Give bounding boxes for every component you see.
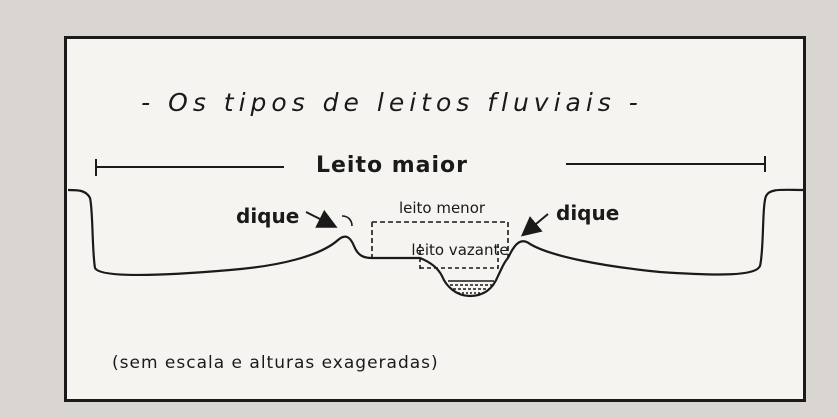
diagram-panel xyxy=(64,36,806,402)
leito-vazante-label: leito vazante xyxy=(411,241,508,259)
dique-left-arrow xyxy=(305,209,338,228)
dique-left-label: dique xyxy=(236,204,299,228)
leito-vazante-bracket xyxy=(419,244,499,272)
river-bed-profile xyxy=(67,188,807,298)
dique-left-crest-mark xyxy=(341,215,353,227)
leito-maior-label: Leito maior xyxy=(316,153,468,178)
diagram-title: - Os tipos de leitos fluviais - xyxy=(141,88,643,117)
leito-menor-label: leito menor xyxy=(399,199,486,217)
leito-menor-bracket xyxy=(371,221,509,258)
dique-right-label: dique xyxy=(556,201,619,225)
scale-note: (sem escala e alturas exageradas) xyxy=(112,353,439,373)
dique-right-arrow xyxy=(520,213,549,237)
water-fill xyxy=(448,280,494,294)
